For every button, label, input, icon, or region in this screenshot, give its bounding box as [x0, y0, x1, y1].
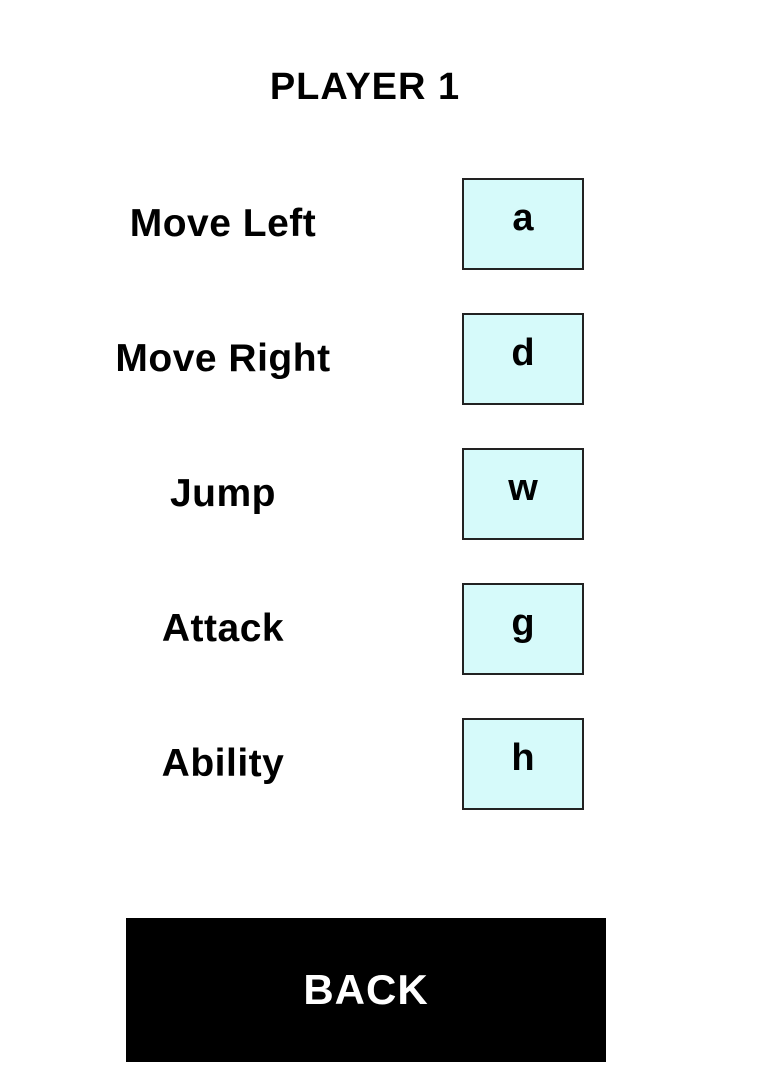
binding-row-jump: Jump w	[0, 448, 776, 542]
key-box-attack[interactable]: g	[462, 583, 584, 675]
key-value-attack: g	[511, 602, 535, 644]
key-box-move-left[interactable]: a	[462, 178, 584, 270]
key-value-jump: w	[508, 467, 538, 509]
action-label-move-left: Move Left	[129, 202, 317, 245]
action-label-jump: Jump	[169, 472, 276, 515]
binding-row-ability: Ability h	[0, 718, 776, 812]
key-box-ability[interactable]: h	[462, 718, 584, 810]
player-title: PLAYER 1	[269, 66, 461, 108]
action-label-attack: Attack	[161, 607, 285, 650]
key-value-move-right: d	[511, 332, 535, 374]
back-button[interactable]: BACK	[126, 918, 606, 1062]
key-value-ability: h	[511, 737, 535, 779]
binding-row-attack: Attack g	[0, 583, 776, 677]
binding-row-move-left: Move Left a	[0, 178, 776, 272]
key-box-move-right[interactable]: d	[462, 313, 584, 405]
action-label-ability: Ability	[161, 742, 285, 785]
action-label-move-right: Move Right	[115, 337, 331, 380]
key-value-move-left: a	[512, 197, 534, 239]
key-box-jump[interactable]: w	[462, 448, 584, 540]
binding-row-move-right: Move Right d	[0, 313, 776, 407]
